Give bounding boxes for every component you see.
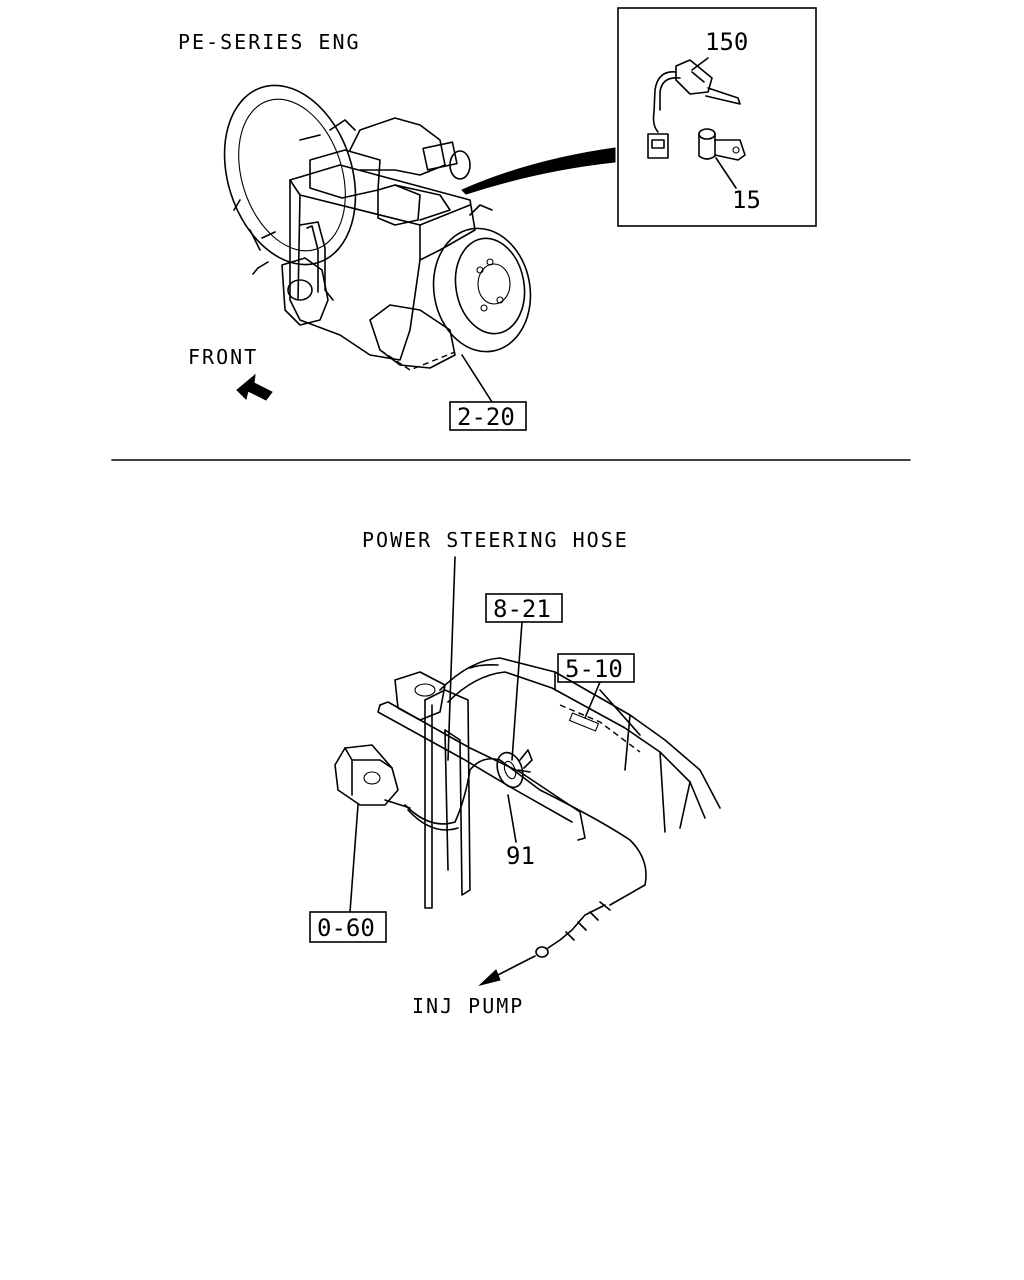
clip-icon [698,128,746,161]
part-number-150: 150 [705,28,748,56]
front-arrow-icon [236,373,273,401]
cable-routing-section: POWER STEERING HOSE 8-21 5-10 [309,528,721,1018]
ref-8-21-label: 8-21 [493,595,551,623]
chassis-illustration [334,657,721,958]
ref-2-20-label: 2-20 [457,403,515,431]
ref-box-0-60 [309,911,387,943]
ref-box-5-10 [557,653,635,683]
engine-assembly-section: PE-SERIES ENG [178,7,817,431]
power-steering-hose-label: POWER STEERING HOSE [362,528,629,552]
sensor-detail-inset: 150 15 [617,7,817,227]
ref-box-2-20 [449,401,527,431]
ref-0-60-label: 0-60 [317,914,375,942]
inj-pump-arrow-icon [478,969,501,986]
inj-pump-label: INJ PUMP [412,994,524,1018]
ref-box-8-21 [485,593,563,623]
engine-illustration [223,84,616,371]
engine-series-title: PE-SERIES ENG [178,30,361,54]
front-label: FRONT [188,345,258,369]
part-number-15: 15 [732,186,761,214]
part-number-91: 91 [506,842,535,870]
sensor-icon [647,59,741,159]
ref-5-10-label: 5-10 [565,655,623,683]
